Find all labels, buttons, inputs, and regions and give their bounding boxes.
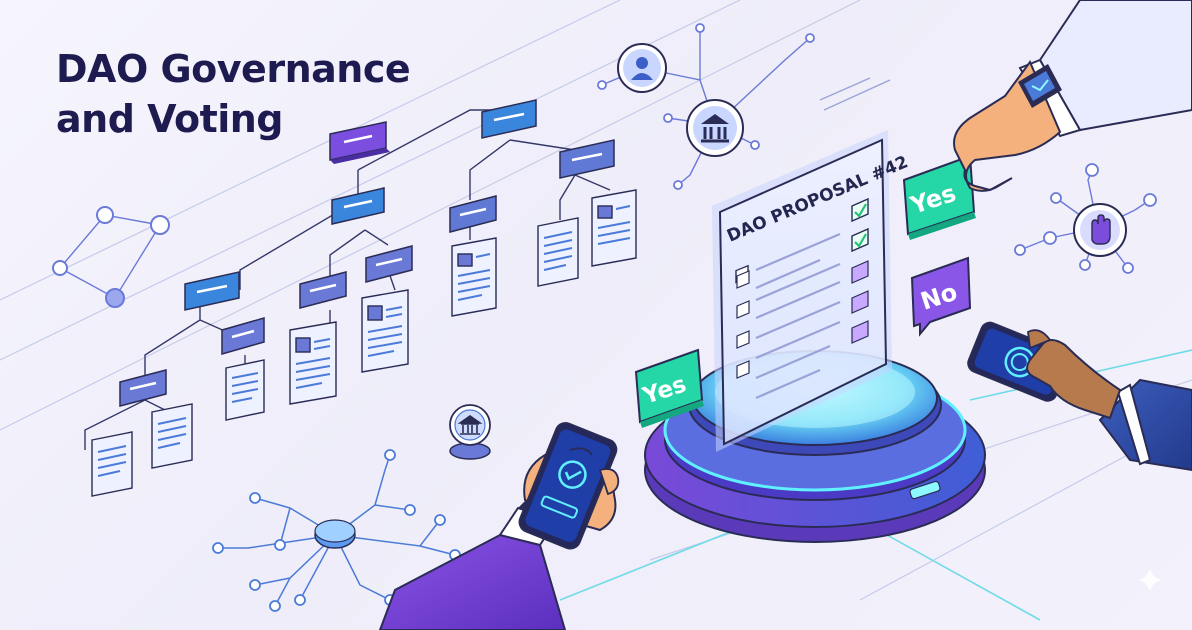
org-node [449,195,497,233]
document-card [289,321,337,405]
watch-icon [1018,64,1062,108]
org-node [559,139,615,179]
document-card [225,359,265,421]
hand-top-right [953,0,1192,192]
bank-icon [449,404,491,460]
org-chart-nodes [119,99,615,407]
document-card [151,403,193,469]
org-node [184,271,240,311]
hand-bottom-left-phone [378,422,620,630]
no-badge: No [910,256,972,337]
network-graph-top [597,23,815,190]
org-node [481,99,537,139]
proposal-document: DAO PROPOSAL #42 [712,77,911,452]
user-icon [617,43,667,93]
page-title-line2: and Voting [56,97,284,141]
page-title: DAO Governance and Voting [56,44,411,144]
document-card [361,289,409,373]
hand-stop-icon [1073,203,1127,257]
org-node [365,245,413,283]
document-cards [91,189,637,497]
page-title-line1: DAO Governance [56,47,411,91]
org-node [299,271,347,309]
document-card [537,217,579,287]
network-graph-left [52,206,170,308]
org-node [331,187,385,225]
bank-icon [686,99,744,157]
checkmark-icon [851,197,869,253]
hand-right-phone [967,321,1192,472]
document-card [451,237,497,317]
org-node [221,317,265,355]
sparkle-icon [1138,568,1162,592]
network-graph-right [1014,163,1157,274]
org-node [119,369,167,407]
document-card [591,189,637,267]
org-node-root [329,121,390,164]
yes-badge-top: Yes [902,154,976,240]
yes-badge-bottom: Yes [634,348,704,428]
network-hub-bottom [212,449,461,612]
document-card [91,431,133,497]
proposal-checklist [755,232,841,400]
